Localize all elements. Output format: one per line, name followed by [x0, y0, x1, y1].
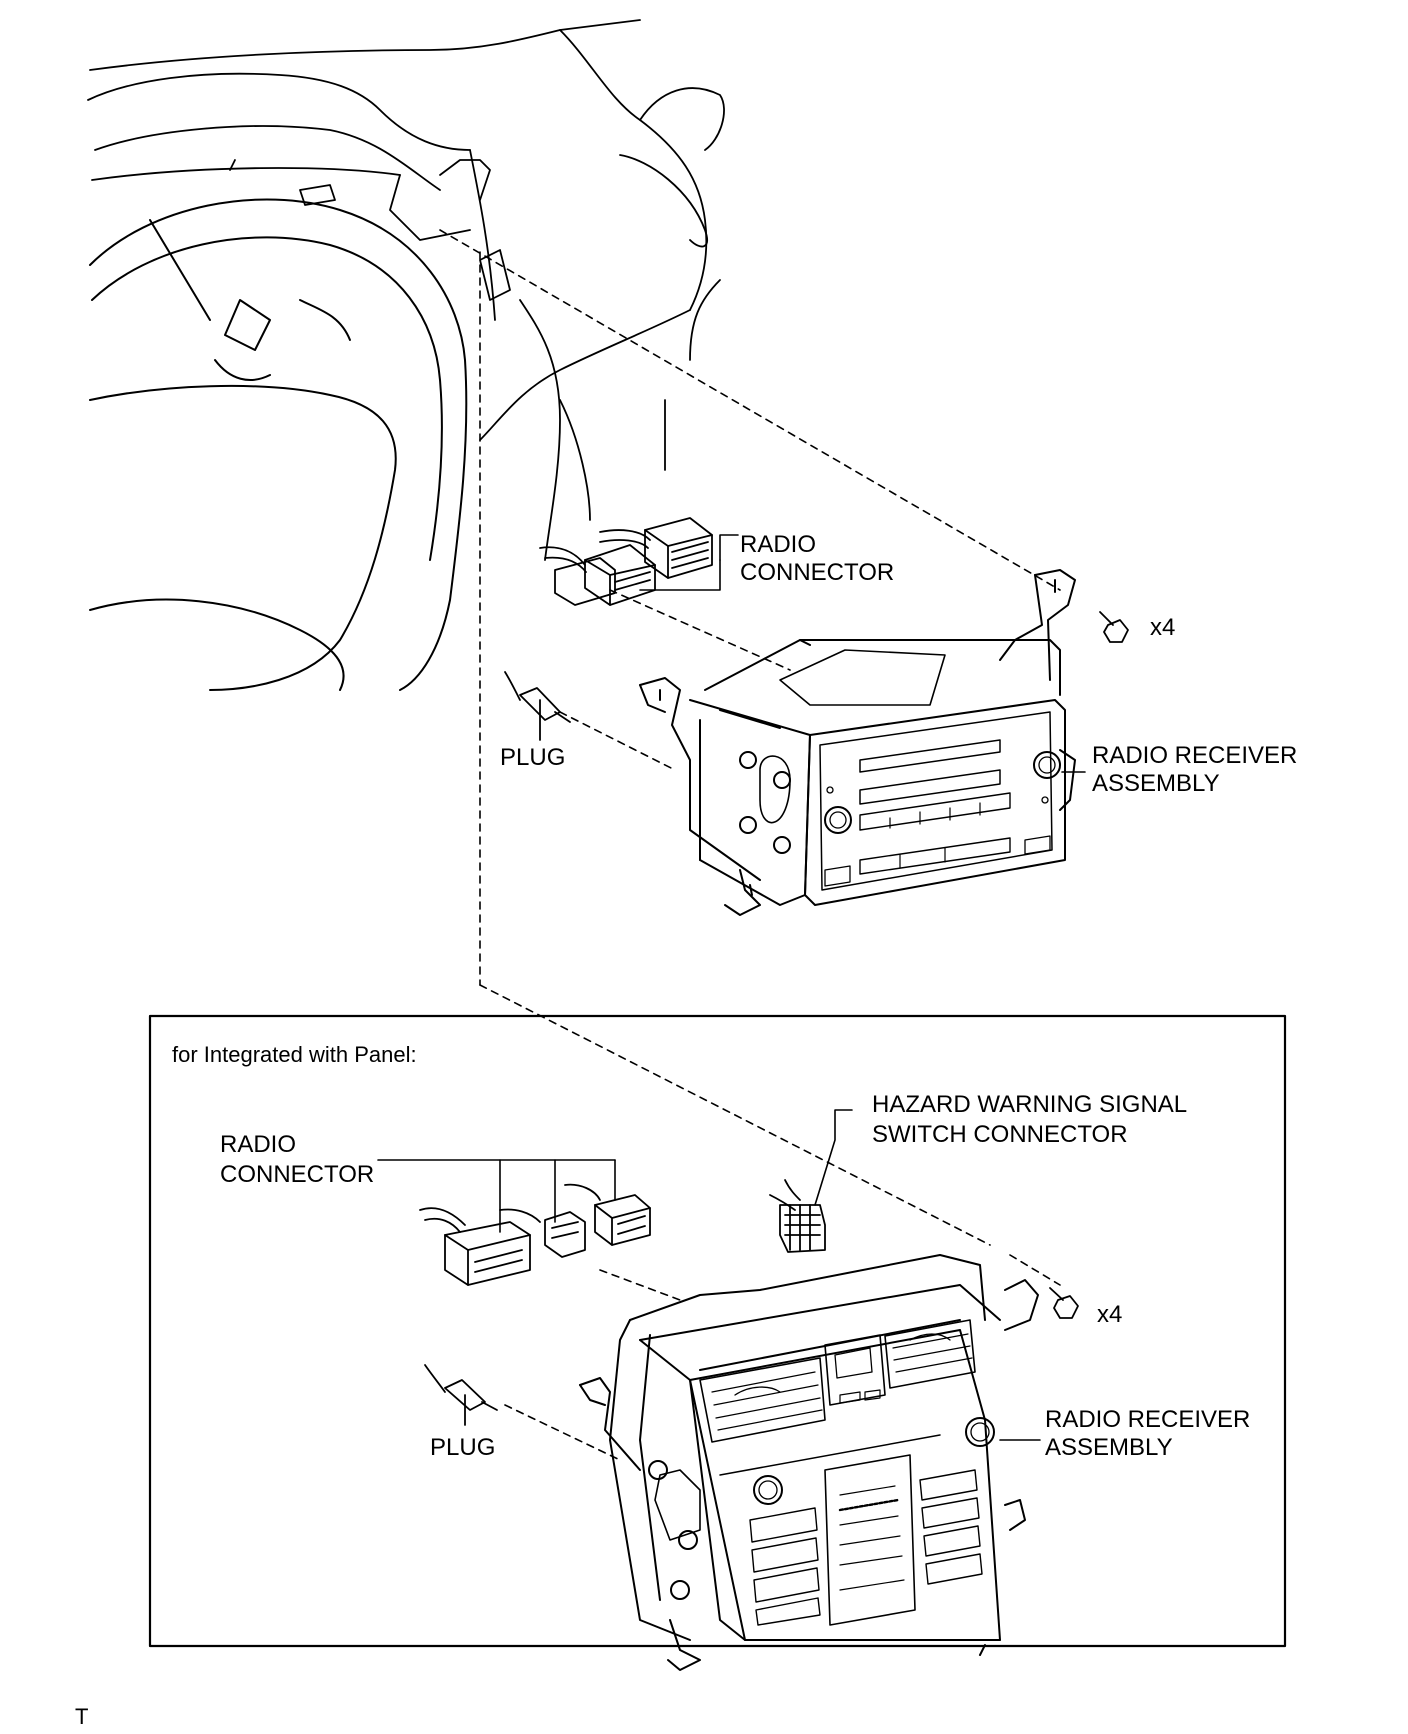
- radio-connector-top-drawing: [539, 517, 713, 606]
- radio-connector-bottom-leader: [377, 1159, 616, 1233]
- radio-connector-bottom-label-line1: RADIO: [220, 1131, 297, 1158]
- hazard-connector-leader: [814, 1109, 853, 1206]
- plug-bottom-drawing: [424, 1364, 498, 1426]
- radio-receiver-bottom-drawing: [579, 1254, 1039, 1671]
- plug-top-drawing: [504, 671, 571, 741]
- radio-connector-top-label-line1: RADIO: [740, 531, 817, 558]
- radio-connector-bottom-drawing: [419, 1183, 651, 1286]
- bolt-top-icon: [1099, 611, 1129, 643]
- radio-connector-top-label-line2: CONNECTOR: [740, 559, 895, 586]
- radio-connector-top-leader: [639, 534, 739, 591]
- hazard-connector-drawing: [769, 1179, 826, 1253]
- plug-bottom-label: PLUG: [430, 1434, 496, 1461]
- inset-frame: [148, 1014, 1287, 1648]
- fastener-count-top-label: x4: [1150, 614, 1176, 641]
- radio-receiver-top-label-line2: ASSEMBLY: [1092, 770, 1220, 797]
- hazard-connector-label-line2: SWITCH CONNECTOR: [872, 1121, 1128, 1148]
- radio-connector-bottom-label-line2: CONNECTOR: [220, 1161, 375, 1188]
- radio-receiver-bottom-label-line2: ASSEMBLY: [1045, 1434, 1173, 1461]
- plug-top-label: PLUG: [500, 744, 566, 771]
- radio-receiver-top-drawing: [639, 569, 1076, 916]
- steering-wheel: [89, 198, 468, 691]
- hazard-connector-label-line1: HAZARD WARNING SIGNAL: [872, 1091, 1188, 1118]
- leader-lines-top: [439, 229, 1061, 1246]
- radio-receiver-bottom-label-line1: RADIO RECEIVER: [1045, 1406, 1251, 1433]
- inset-caption: for Integrated with Panel:: [172, 1042, 417, 1067]
- dashboard-outline: [87, 19, 725, 561]
- corner-mark: T: [75, 1704, 89, 1729]
- leader-lines-bottom: [504, 1254, 1061, 1461]
- bolt-bottom-icon: [1049, 1287, 1079, 1319]
- fastener-count-bottom-label: x4: [1097, 1301, 1123, 1328]
- radio-receiver-top-label-line1: RADIO RECEIVER: [1092, 742, 1298, 769]
